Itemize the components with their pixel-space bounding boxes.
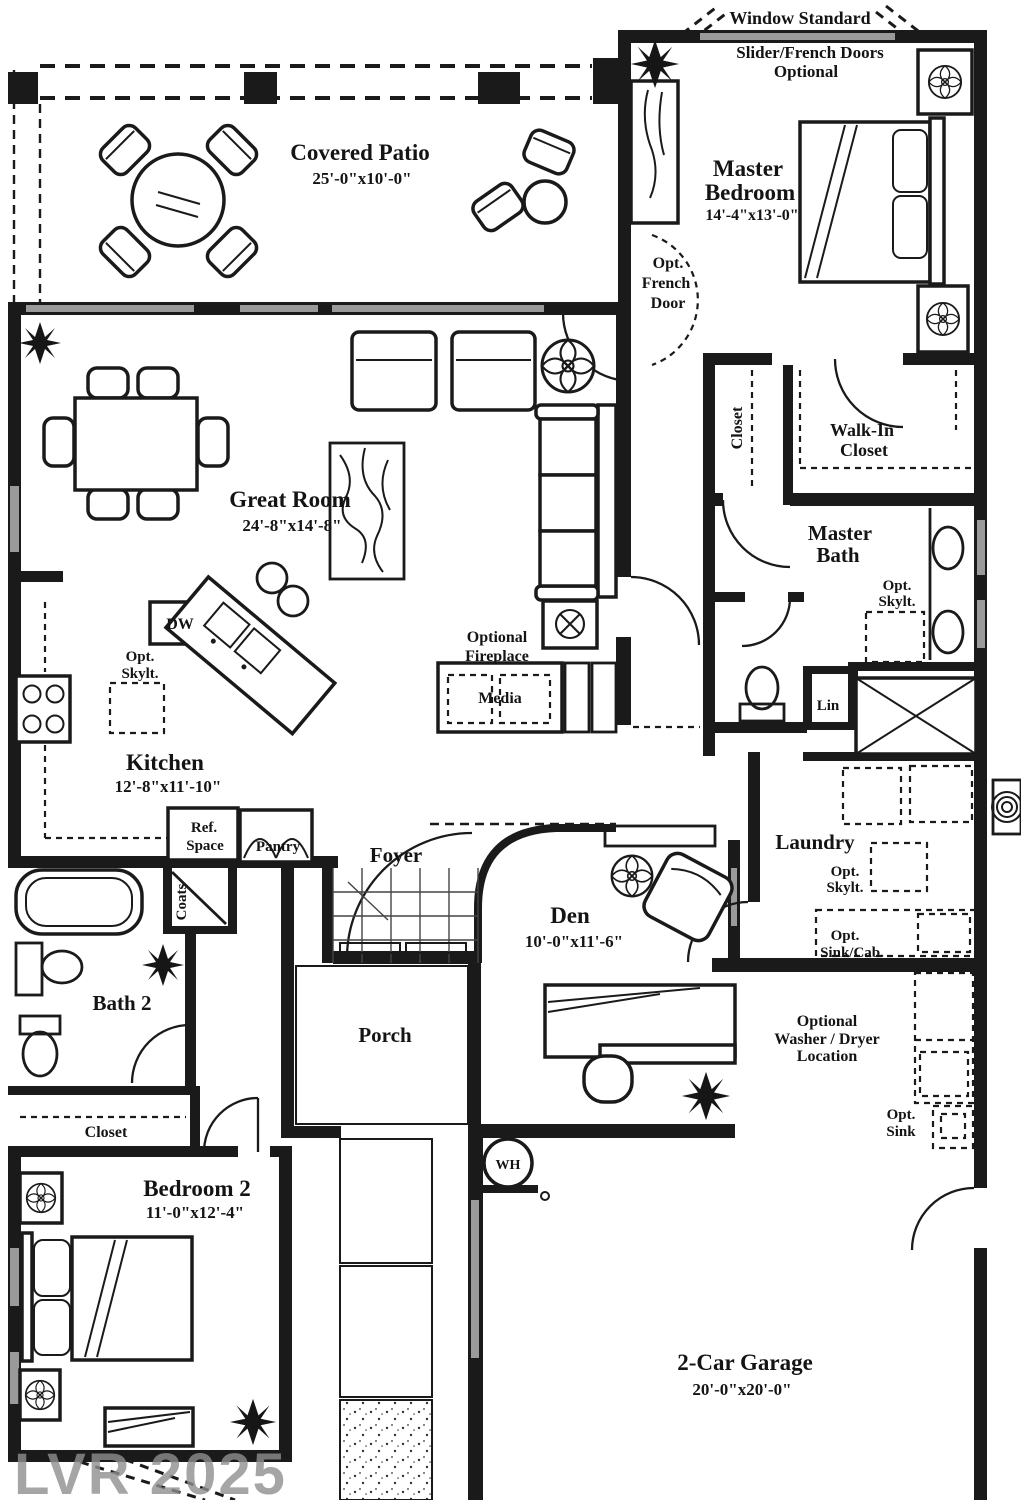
master-bath-label-2: Bath bbox=[816, 543, 860, 567]
bath2-label: Bath 2 bbox=[93, 991, 152, 1015]
opt-sink-label-1: Opt. bbox=[887, 1107, 916, 1123]
den-dims: 10'-0"x11'-6" bbox=[525, 932, 623, 951]
laundry-opt-skylt-label-1: Opt. bbox=[831, 864, 860, 880]
kitchen-opt-skylt-label-1: Opt. bbox=[126, 649, 155, 665]
bedroom2-furniture bbox=[18, 1171, 195, 1448]
slider-french-label-2: Optional bbox=[774, 62, 839, 81]
lin-label: Lin bbox=[817, 698, 840, 714]
opt-sink-label-2: Sink bbox=[886, 1124, 916, 1140]
great-room-dims: 24'-8"x14'-8" bbox=[242, 516, 341, 535]
slider-french-label-1: Slider/French Doors bbox=[736, 43, 884, 62]
walk-in-closet-label-2: Closet bbox=[840, 440, 888, 460]
linen-x-cabinet bbox=[854, 676, 978, 756]
media-cabinet bbox=[436, 661, 618, 734]
great-room-rug bbox=[328, 441, 406, 581]
water-heater-label: WH bbox=[496, 1158, 521, 1173]
mb-opt-skylt-label-1: Opt. bbox=[883, 578, 912, 594]
kitchen-fixtures bbox=[14, 561, 338, 864]
ac-pad bbox=[991, 778, 1021, 836]
laundry-label: Laundry bbox=[775, 830, 855, 854]
bedroom2-label: Bedroom 2 bbox=[143, 1176, 251, 1201]
hall-closet-label: Closet bbox=[85, 1124, 128, 1141]
covered-patio-label: Covered Patio bbox=[290, 140, 429, 165]
master-closet-label: Closet bbox=[729, 406, 746, 449]
walk-in-closet-label-1: Walk-In bbox=[830, 420, 894, 440]
great-room-sofa bbox=[534, 403, 618, 602]
laundry-fixtures bbox=[814, 764, 982, 958]
coats-label: Coats bbox=[174, 884, 190, 921]
kitchen-label: Kitchen bbox=[126, 750, 204, 775]
mb-opt-skylt-label-2: Skylt. bbox=[878, 594, 915, 610]
kitchen-dims: 12'-8"x11'-10" bbox=[115, 777, 222, 796]
washer-dryer-label-3: Location bbox=[797, 1048, 858, 1065]
opt-french-door-label-3: Door bbox=[651, 295, 686, 312]
master-bedroom-dims: 14'-4"x13'-0" bbox=[705, 207, 798, 224]
front-door bbox=[339, 942, 467, 954]
opt-french-door-label-2: French bbox=[642, 275, 691, 292]
media-label: Media bbox=[478, 690, 522, 707]
fireplace-tv-box bbox=[541, 599, 599, 650]
bath2-fixtures bbox=[14, 868, 144, 1078]
master-bedroom-label-1: Master bbox=[713, 156, 783, 181]
bedroom2-dims: 11'-0"x12'-4" bbox=[146, 1203, 244, 1222]
dw-label: DW bbox=[166, 616, 194, 633]
opt-sink-cab-label-2: Sink/Cab. bbox=[820, 945, 884, 961]
washer-dryer-label-2: Washer / Dryer bbox=[774, 1031, 879, 1048]
den-label: Den bbox=[550, 903, 590, 928]
pantry-label: Pantry bbox=[256, 839, 301, 855]
window-standard-label: Window Standard bbox=[729, 8, 870, 28]
foyer-label: Foyer bbox=[370, 843, 422, 867]
laundry-opt-skylt-label-2: Skylt. bbox=[826, 880, 863, 896]
covered-patio-dims: 25'-0"x10'-0" bbox=[312, 169, 411, 188]
windows bbox=[10, 33, 985, 1404]
opt-sink-cab-label-1: Opt. bbox=[831, 928, 860, 944]
master-bedroom-furniture bbox=[629, 48, 974, 354]
den-half-wall bbox=[603, 824, 717, 848]
great-room-ceiling-fan-icon bbox=[540, 338, 596, 394]
master-bedroom-label-2: Bedroom bbox=[705, 180, 795, 205]
opt-french-door-label-1: Opt. bbox=[653, 255, 684, 272]
dashed-lines bbox=[12, 4, 972, 1500]
ref-space-label-2: Space bbox=[186, 838, 224, 854]
porch-walkway-concrete bbox=[295, 965, 469, 1500]
master-bath-fixtures bbox=[738, 508, 965, 723]
optional-fireplace-label-1: Optional bbox=[467, 629, 528, 646]
washer-dryer-label-1: Optional bbox=[797, 1013, 858, 1030]
ref-space-label-1: Ref. bbox=[191, 820, 217, 836]
great-room-label: Great Room bbox=[229, 487, 351, 512]
optional-fireplace-label-2: Fireplace bbox=[465, 648, 529, 665]
great-room-armchairs bbox=[350, 330, 537, 412]
garage-label: 2-Car Garage bbox=[677, 1350, 813, 1375]
master-bath-label-1: Master bbox=[808, 521, 872, 545]
foyer-tile-grid bbox=[332, 868, 479, 963]
watermark: LVR 2025 bbox=[14, 1442, 287, 1500]
garage-dims: 20'-0"x20'-0" bbox=[692, 1380, 791, 1399]
porch-label: Porch bbox=[358, 1023, 412, 1047]
patio-table-set bbox=[94, 119, 263, 283]
kitchen-opt-skylt-label-2: Skylt. bbox=[121, 666, 158, 682]
patio-lounge-chairs bbox=[467, 125, 579, 236]
garage-fixtures bbox=[482, 971, 975, 1201]
dining-table-set bbox=[42, 366, 230, 521]
den-furniture bbox=[543, 851, 737, 1104]
